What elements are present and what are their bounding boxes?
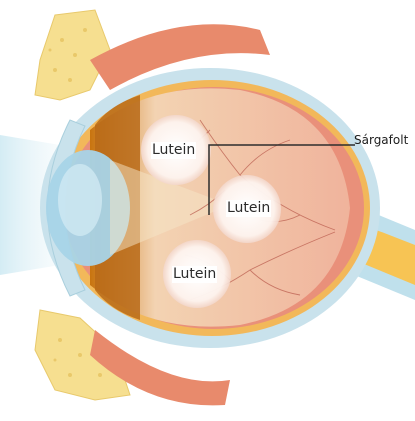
lutein-label-2: Lutein [226, 200, 271, 217]
lutein-label-1: Lutein [151, 142, 196, 159]
upper-bone [35, 10, 110, 100]
lutein-label-3: Lutein [172, 266, 217, 283]
macula-label: Sárgafolt [354, 133, 408, 147]
